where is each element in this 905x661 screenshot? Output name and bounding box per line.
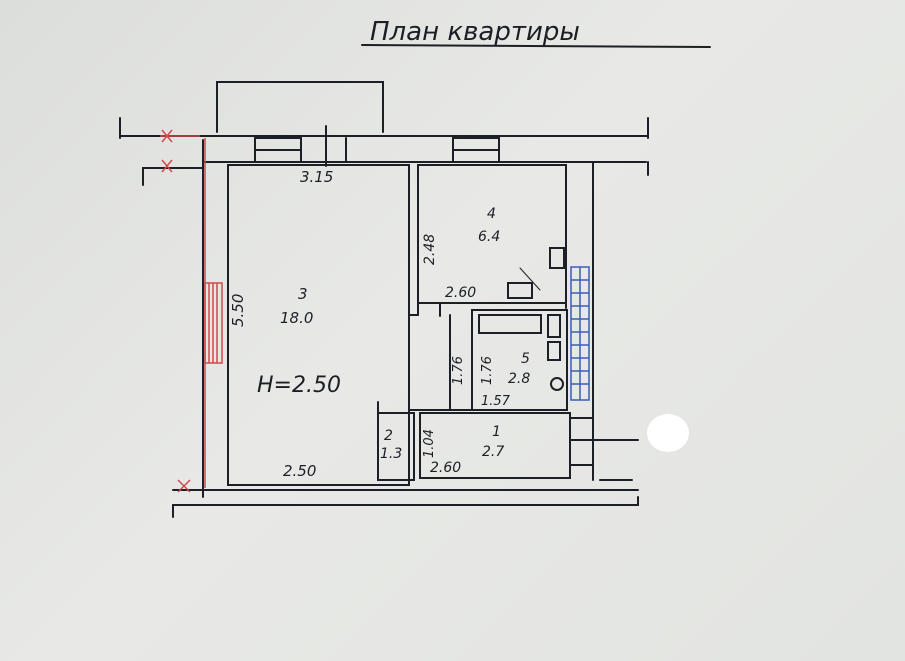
outer-wall-bottom bbox=[172, 496, 639, 518]
bath-sink bbox=[547, 314, 561, 338]
room-5-number: 5 bbox=[521, 351, 530, 367]
dim-hall-bottom: 2.60 bbox=[430, 460, 461, 476]
dim-living-side: 5.50 bbox=[229, 294, 247, 327]
kitchen-sink bbox=[549, 247, 565, 269]
room-4-area: 6.4 bbox=[478, 229, 500, 245]
room-2-number: 2 bbox=[384, 428, 393, 444]
room-5-area: 2.8 bbox=[508, 371, 530, 387]
dim-kitchen-bottom: 2.60 bbox=[445, 285, 476, 301]
radiator-grid bbox=[570, 266, 590, 401]
room-3-number: 3 bbox=[298, 285, 308, 303]
room-3-outline bbox=[227, 164, 410, 486]
dim-kitchen-side: 2.48 bbox=[422, 234, 438, 265]
room-2-outline bbox=[377, 412, 415, 481]
dim-storage-side: 1.04 bbox=[422, 429, 437, 458]
dim-bath-side-right: 1.76 bbox=[480, 356, 495, 385]
dim-bath-bottom: 1.57 bbox=[481, 394, 511, 409]
room-3-area: 18.0 bbox=[280, 309, 313, 327]
toilet bbox=[550, 377, 564, 391]
plan-title: План квартиры bbox=[370, 17, 580, 47]
room-4-outline bbox=[417, 164, 567, 316]
room-4-number: 4 bbox=[487, 206, 496, 222]
balcony-outline bbox=[216, 81, 384, 133]
outer-wall-left-step bbox=[142, 167, 204, 186]
room-1-outline bbox=[419, 412, 571, 479]
bath-fixture bbox=[547, 341, 561, 361]
room-1-area: 2.7 bbox=[482, 444, 504, 460]
ceiling-height-label: Н=2.50 bbox=[257, 373, 341, 398]
title-underline bbox=[361, 44, 711, 48]
dim-living-top: 3.15 bbox=[300, 168, 333, 186]
dim-bath-side-left: 1.76 bbox=[451, 356, 466, 385]
room-5-outline bbox=[471, 309, 568, 411]
bathtub bbox=[478, 314, 542, 334]
room-1-number: 1 bbox=[492, 424, 501, 440]
kitchen-stove bbox=[507, 282, 533, 299]
room-2-area: 1.3 bbox=[380, 446, 402, 462]
white-dot bbox=[647, 414, 689, 452]
dim-living-bottom: 2.50 bbox=[283, 462, 316, 480]
red-markup bbox=[160, 129, 223, 493]
